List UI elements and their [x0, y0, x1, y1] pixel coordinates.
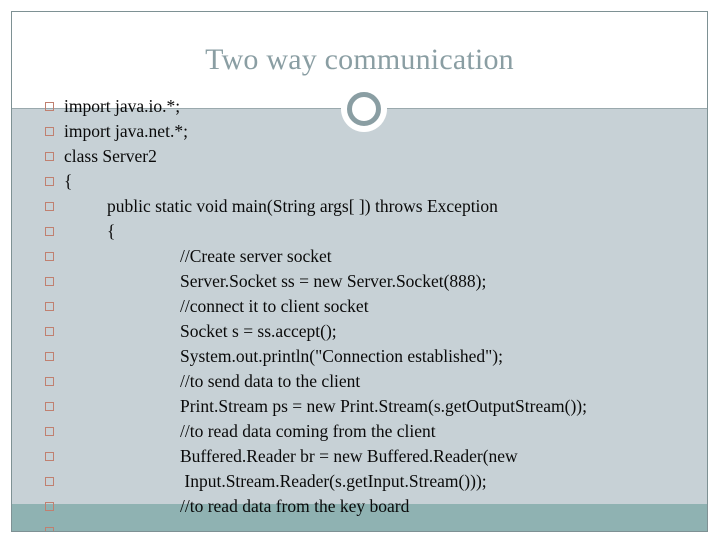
code-line-text: Input.Stream.Reader(s.getInput.Stream())…: [180, 471, 487, 491]
content-band: [12, 108, 707, 531]
bullet-square-icon: [45, 127, 54, 136]
bullet-square-icon: [45, 227, 54, 236]
code-line-text: Server.Socket ss = new Server.Socket(888…: [180, 271, 487, 291]
code-line-text: //to read data from the key board: [180, 496, 410, 516]
bullet-square-icon: [45, 502, 54, 511]
code-line: Input.Stream.Reader(s.getInput.Stream())…: [12, 469, 707, 494]
ring-ornament-icon: [347, 92, 381, 126]
code-line-text: import java.io.*;: [64, 96, 181, 116]
code-line: Print.Stream ps = new Print.Stream(s.get…: [12, 394, 707, 419]
bullet-square-icon: [45, 477, 54, 486]
code-line: {: [12, 219, 707, 244]
code-line-text: {: [64, 171, 73, 191]
bullet-square-icon: [45, 402, 54, 411]
code-line-text: //to send data to the client: [180, 371, 361, 391]
code-line: import java.io.*;: [12, 94, 707, 119]
code-line: public static void main(String args[ ]) …: [12, 194, 707, 219]
bullet-square-icon: [45, 452, 54, 461]
slide-title: Two way communication: [205, 43, 514, 76]
code-line: import java.net.*;: [12, 119, 707, 144]
bullet-square-icon: [45, 302, 54, 311]
bullet-square-icon: [45, 377, 54, 386]
code-line: //to read data from the key board: [12, 494, 707, 519]
code-line: Server.Socket ss = new Server.Socket(888…: [12, 269, 707, 294]
bullet-square-icon: [45, 177, 54, 186]
code-line-text: import java.net.*;: [64, 121, 188, 141]
bullet-square-icon: [45, 527, 54, 531]
code-line: Socket s = ss.accept();: [12, 319, 707, 344]
footer-band: [12, 504, 707, 531]
bullet-square-icon: [45, 327, 54, 336]
bullet-square-icon: [45, 252, 54, 261]
bullet-square-icon: [45, 102, 54, 111]
code-line: //connect it to client socket: [12, 294, 707, 319]
code-line: System.out.println("Connection establish…: [12, 344, 707, 369]
bullet-square-icon: [45, 277, 54, 286]
code-line-text: System.out.println("Connection establish…: [180, 346, 503, 366]
bullet-square-icon: [45, 427, 54, 436]
code-line-text: //connect it to client socket: [180, 296, 369, 316]
code-line: //to send data to the client: [12, 369, 707, 394]
code-line: [12, 519, 707, 531]
bullet-square-icon: [45, 202, 54, 211]
code-line-text: public static void main(String args[ ]) …: [107, 196, 498, 216]
code-bullet-list: import java.io.*; import java.net.*; class…: [12, 94, 707, 531]
bullet-square-icon: [45, 352, 54, 361]
slide-canvas: Two way communication import java.io.*;i…: [11, 11, 708, 532]
code-line-text: Socket s = ss.accept();: [180, 321, 337, 341]
code-line: Buffered.Reader br = new Buffered.Reader…: [12, 444, 707, 469]
code-line-text: class Server2: [64, 146, 157, 166]
code-line-text: Buffered.Reader br = new Buffered.Reader…: [180, 446, 518, 466]
code-line: {: [12, 169, 707, 194]
code-line: class Server2: [12, 144, 707, 169]
code-line-text: {: [107, 221, 116, 241]
code-line-text: //to read data coming from the client: [180, 421, 436, 441]
code-line-text: //Create server socket: [180, 246, 332, 266]
bullet-square-icon: [45, 152, 54, 161]
code-line: //to read data coming from the client: [12, 419, 707, 444]
code-line-text: Print.Stream ps = new Print.Stream(s.get…: [180, 396, 587, 416]
code-line: //Create server socket: [12, 244, 707, 269]
